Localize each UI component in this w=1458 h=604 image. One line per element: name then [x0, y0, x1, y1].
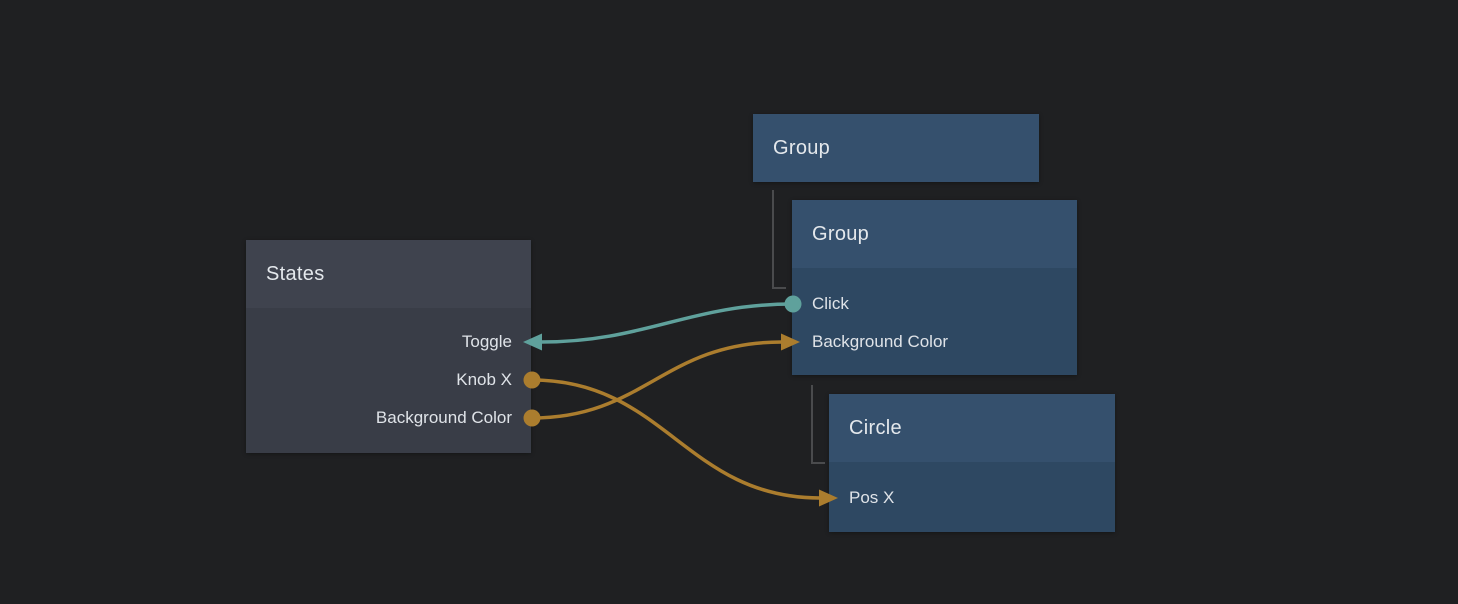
node-group-1[interactable]: Group — [753, 114, 1039, 182]
node-states-body: Toggle Knob X Background Color — [246, 308, 531, 453]
node-group-2-title: Group — [812, 222, 870, 245]
node-group-2-header[interactable]: Group — [792, 200, 1077, 268]
port-background-color-output[interactable]: Background Color — [375, 408, 512, 427]
node-group-1-header[interactable]: Group — [753, 114, 1039, 182]
port-knob-x[interactable]: Knob X — [456, 370, 512, 389]
wire-knob-x-to-pos-x[interactable] — [530, 378, 822, 500]
wire-click-to-toggle[interactable] — [539, 302, 795, 344]
node-states-title: States — [266, 262, 325, 285]
node-circle-header[interactable]: Circle — [829, 394, 1115, 462]
node-circle-title: Circle — [849, 416, 902, 439]
node-group-1-title: Group — [773, 136, 831, 159]
tree-connector-group1-to-group2 — [772, 190, 786, 289]
port-pos-x[interactable]: Pos X — [849, 488, 895, 507]
port-click[interactable]: Click — [812, 294, 849, 313]
port-background-color-input[interactable]: Background Color — [812, 332, 949, 351]
node-circle-body: Pos X — [829, 462, 1115, 532]
tree-connector-group2-to-circle — [811, 385, 825, 464]
port-toggle[interactable]: Toggle — [461, 332, 512, 351]
node-group-2-body: Click Background Color — [792, 268, 1077, 375]
wire-background-color-to-background-color[interactable] — [530, 340, 784, 420]
node-states[interactable]: States Toggle Knob X Background Color — [246, 240, 531, 453]
node-group-2[interactable]: Group Click Background Color — [792, 200, 1077, 375]
node-states-header[interactable]: States — [246, 240, 531, 308]
node-circle[interactable]: Circle Pos X — [829, 394, 1115, 532]
